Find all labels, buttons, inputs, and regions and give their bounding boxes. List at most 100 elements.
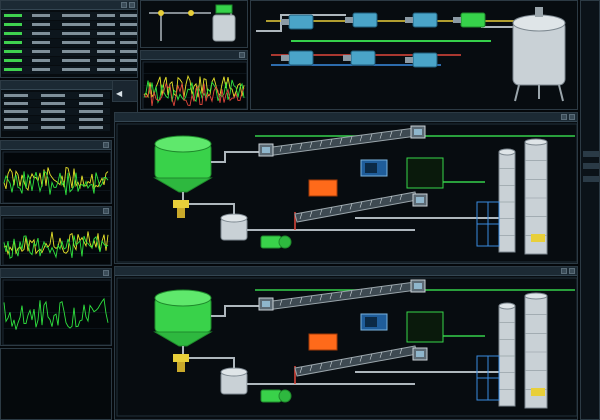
table-cell: [4, 14, 22, 17]
valve-icon[interactable]: [188, 10, 194, 16]
motor-icon[interactable]: [405, 52, 438, 68]
structure-frame: [476, 355, 500, 401]
data-table-panel: [0, 0, 138, 78]
motor-icon[interactable]: [405, 12, 438, 28]
mixer-icon[interactable]: [412, 347, 428, 361]
table-cell: [120, 59, 137, 62]
valve-icon[interactable]: [158, 10, 164, 16]
motor-icon[interactable]: [345, 12, 378, 28]
process-view-1-titlebar: [115, 113, 577, 122]
right-side-strip: [580, 0, 600, 420]
green-tank-icon[interactable]: [153, 135, 213, 193]
mixer-diagram: [149, 4, 236, 42]
table-cell: [79, 110, 103, 113]
table-cell: [62, 32, 90, 35]
table-cell: [97, 68, 115, 71]
table-cell: [41, 118, 65, 121]
table-cell: [4, 126, 28, 129]
trend-series-line: [3, 166, 109, 192]
green-tank-icon[interactable]: [153, 289, 213, 347]
close-button[interactable]: [569, 268, 575, 274]
mixer-icon[interactable]: [412, 193, 428, 207]
table-cell: [120, 32, 137, 35]
alarm-indicator[interactable]: [308, 179, 338, 197]
table-cell: [4, 102, 28, 105]
table-cell: [32, 41, 50, 44]
alarm-indicator[interactable]: [308, 333, 338, 351]
motor-icon[interactable]: [281, 14, 314, 30]
close-button[interactable]: [103, 270, 109, 276]
motor-icon[interactable]: [453, 12, 486, 28]
trend-series-line: [3, 297, 109, 330]
minimize-button[interactable]: [121, 2, 127, 8]
table-cell: [97, 23, 115, 26]
minimize-button[interactable]: [561, 114, 567, 120]
valve-icon[interactable]: [173, 354, 189, 372]
table-cell: [4, 50, 22, 53]
summary-table-grid: [2, 92, 110, 131]
column-icon[interactable]: [498, 148, 516, 253]
table-cell: [32, 50, 50, 53]
vessel-tank-icon[interactable]: [512, 7, 566, 102]
minimize-button[interactable]: [561, 268, 567, 274]
grey-tank-icon[interactable]: [220, 367, 248, 395]
table-cell: [120, 23, 137, 26]
trend-1-titlebar: [1, 141, 111, 150]
table-cell: [4, 110, 28, 113]
table-cell: [79, 118, 103, 121]
table-cell: [120, 68, 137, 71]
structure-frame: [476, 201, 500, 247]
table-cell: [32, 23, 50, 26]
table-cell: [4, 32, 22, 35]
close-button[interactable]: [103, 142, 109, 148]
status-tag: [531, 388, 545, 396]
trend-panel-1: [0, 140, 112, 204]
trend-panel-small: [140, 50, 248, 110]
trend-chart-3: [2, 279, 111, 345]
mixer-tank-icon[interactable]: [212, 14, 236, 42]
table-cell: [32, 68, 50, 71]
table-cell: [97, 41, 115, 44]
grey-tank-icon[interactable]: [220, 213, 248, 241]
close-button[interactable]: [569, 114, 575, 120]
mixer-icon[interactable]: [258, 143, 274, 157]
valve-icon[interactable]: [173, 200, 189, 218]
trend-chart-2: [2, 217, 111, 265]
motor-icon[interactable]: [281, 50, 314, 66]
control-unit-icon[interactable]: [360, 313, 388, 331]
nav-panel: ◀: [112, 80, 138, 102]
table-cell: [62, 14, 90, 17]
trend-chart-1: [2, 151, 111, 203]
meter-readout: [406, 311, 444, 343]
table-cell: [41, 94, 65, 97]
close-button[interactable]: [103, 208, 109, 214]
column-icon[interactable]: [524, 138, 548, 255]
motor-process-panel: [250, 0, 578, 110]
table-cell: [62, 41, 90, 44]
data-table-grid: [2, 12, 137, 74]
table-cell: [97, 32, 115, 35]
table-cell: [32, 59, 50, 62]
mixer-icon[interactable]: [410, 125, 426, 139]
control-unit-icon[interactable]: [360, 159, 388, 177]
right-strip-fragments: [583, 151, 599, 182]
table-cell: [41, 126, 65, 129]
table-cell: [41, 102, 65, 105]
table-cell: [62, 50, 90, 53]
table-cell: [97, 14, 115, 17]
close-button[interactable]: [239, 52, 245, 58]
motor-icon[interactable]: [343, 50, 376, 66]
pump-icon[interactable]: [260, 235, 292, 249]
close-button[interactable]: [129, 2, 135, 8]
trend-2-titlebar: [1, 207, 111, 216]
trend-titlebar: [141, 51, 247, 60]
back-arrow-button[interactable]: ◀: [116, 89, 123, 98]
pump-icon[interactable]: [260, 389, 292, 403]
mixer-icon[interactable]: [258, 297, 274, 311]
process-diagram-2: [116, 277, 577, 417]
meter-readout: [406, 157, 444, 189]
mixer-icon[interactable]: [410, 279, 426, 293]
column-icon[interactable]: [498, 302, 516, 407]
trend-series-line: [3, 231, 109, 256]
trend-panel-2: [0, 206, 112, 266]
